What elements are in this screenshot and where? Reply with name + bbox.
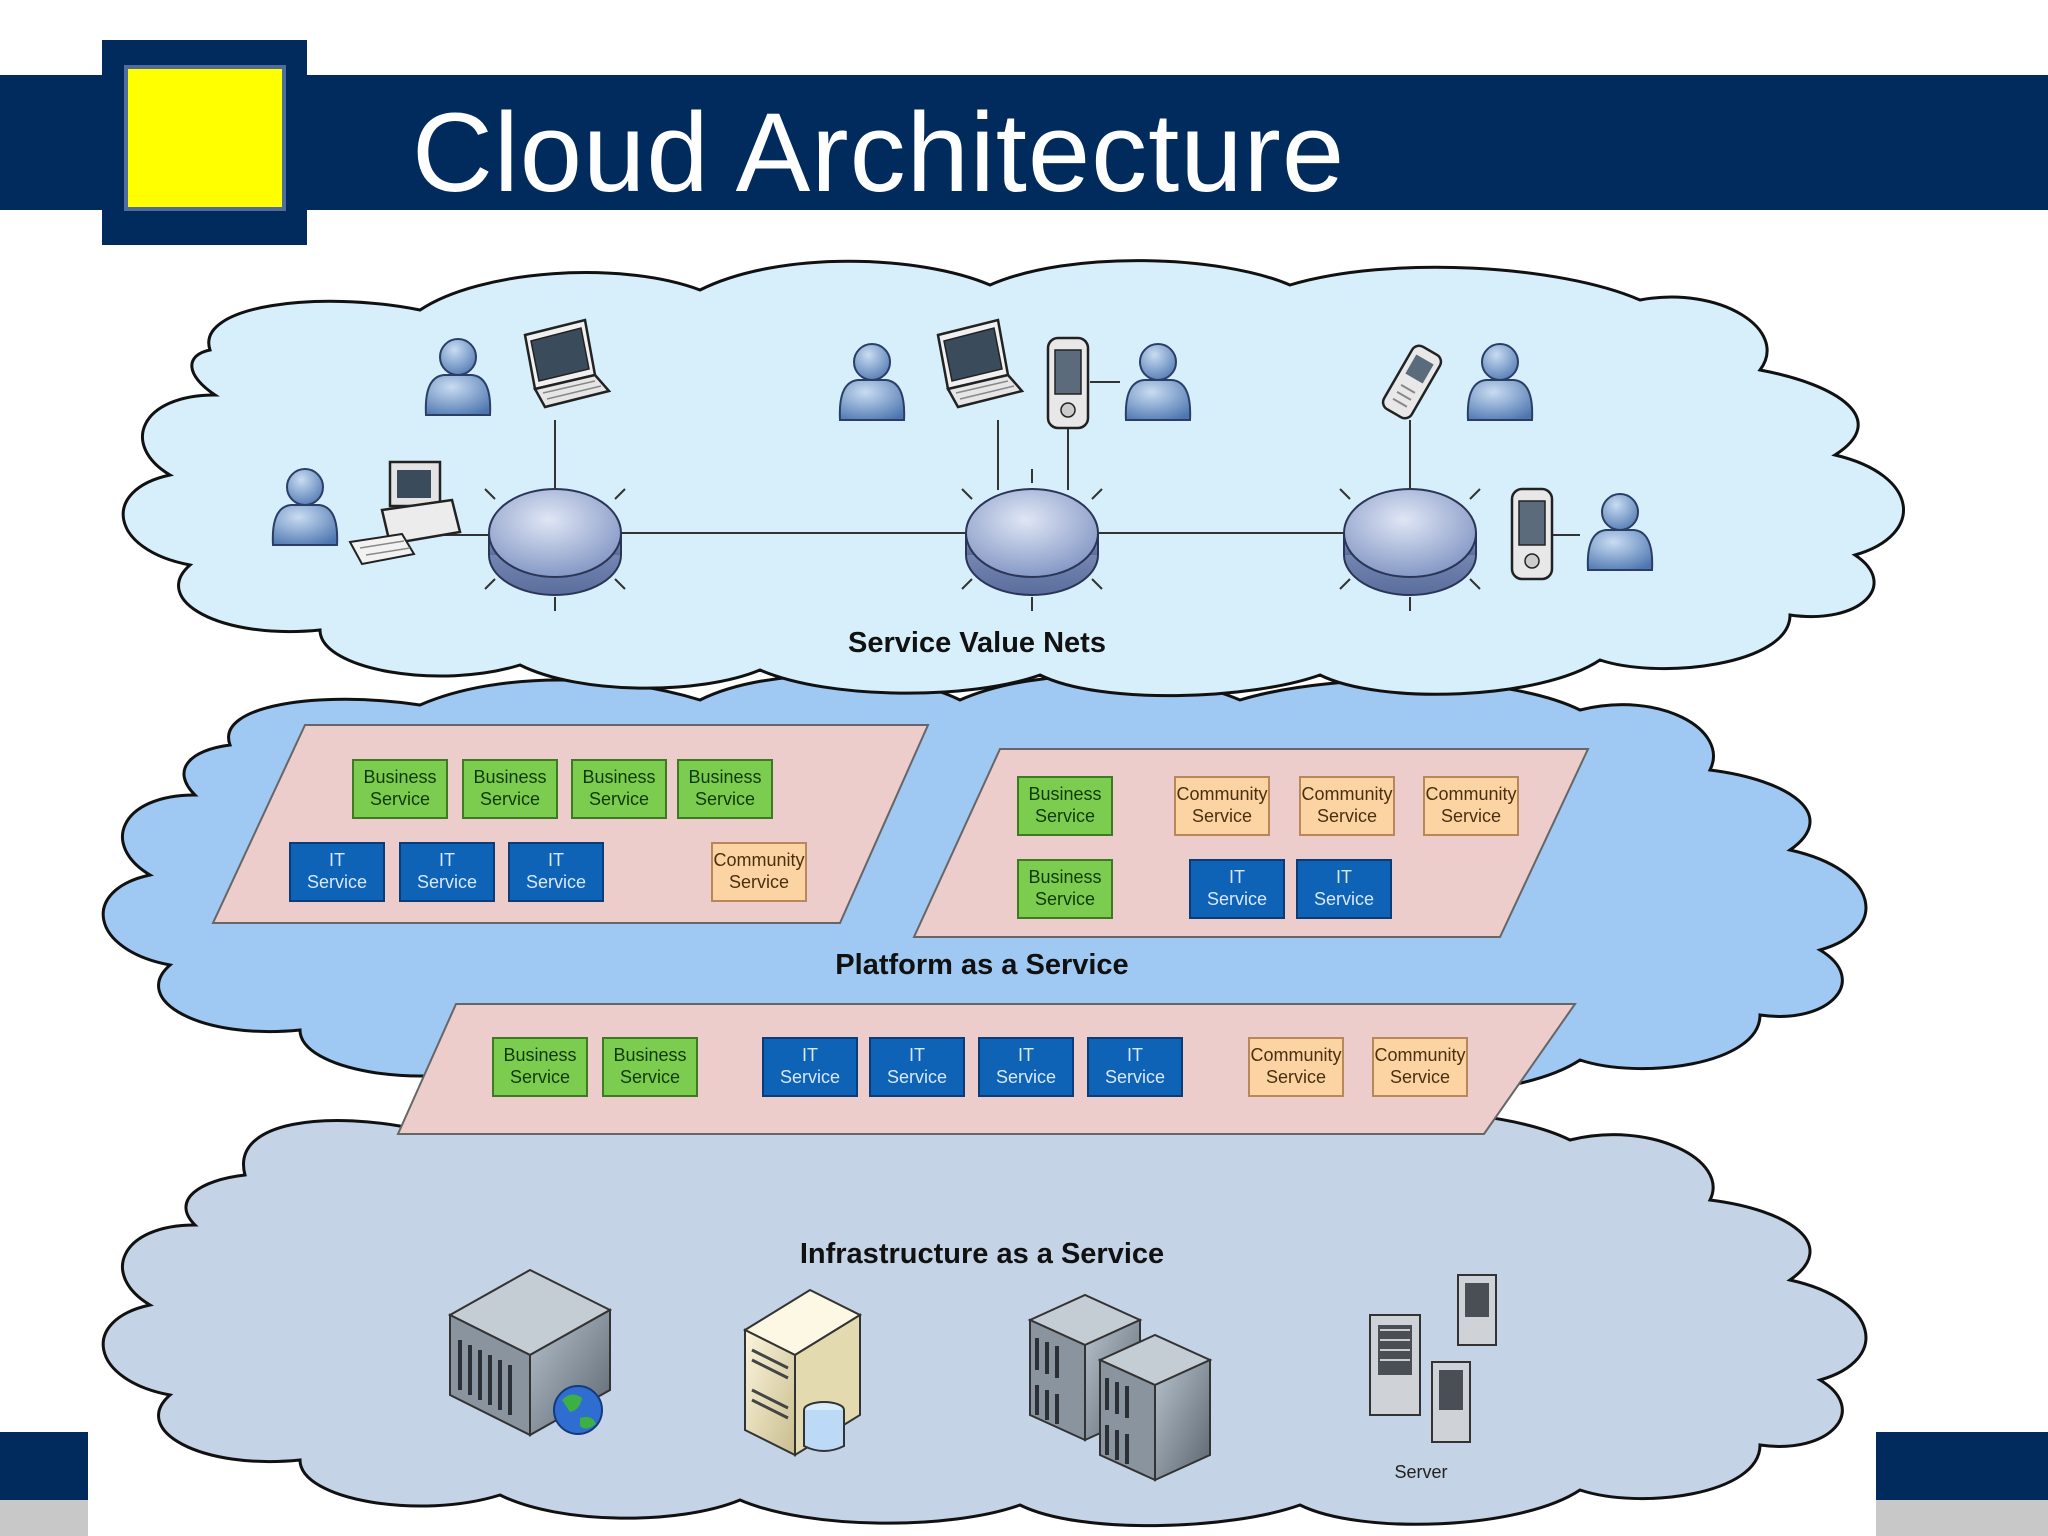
service-box-label: IT [1018,1045,1034,1065]
title-band [0,75,2048,210]
service-box-label: Business [1028,867,1101,887]
footer-stripe-left [0,1500,88,1536]
service-box-label: IT [329,850,345,870]
desktop-computer-icon [348,460,462,566]
service-box-label: Business [613,1045,686,1065]
service-box-label: Community [1425,784,1516,804]
iaas-label: Infrastructure as a Service [800,1238,1164,1270]
title-band-left [0,75,102,210]
footer-stripe-right [1876,1500,2048,1536]
pda-icon [1046,336,1090,430]
server-label: Server [1394,1462,1447,1482]
service-box-label: Service [510,1067,570,1087]
service-box-label: Service [480,789,540,809]
service-box-label: Service [370,789,430,809]
service-box-label: Service [1105,1067,1165,1087]
service-box-label: Service [1192,806,1252,826]
service-box-label: Service [1441,806,1501,826]
pda-icon [1510,487,1554,581]
service-box-label: Community [1301,784,1392,804]
service-box-label: Service [1207,889,1267,909]
service-box-label: Community [1374,1045,1465,1065]
service-box-label: IT [802,1045,818,1065]
service-box-label: Community [713,850,804,870]
service-box-label: Business [688,767,761,787]
service-box-label: Service [307,872,367,892]
service-box-label: IT [1336,867,1352,887]
logo-square [124,65,286,211]
web-server-icon [447,1268,613,1437]
service-box-label: IT [548,850,564,870]
service-box-label: IT [909,1045,925,1065]
service-box-label: Community [1250,1045,1341,1065]
service-box-label: Service [1317,806,1377,826]
iaas-cloud [101,1099,1868,1528]
service-box-label: IT [439,850,455,870]
service-box-label: Business [582,767,655,787]
svn-label: Service Value Nets [848,627,1106,659]
service-box-label: Service [1266,1067,1326,1087]
service-box-label: Business [473,767,546,787]
service-box-label: Service [417,872,477,892]
service-box-label: Business [503,1045,576,1065]
service-box-label: Service [1314,889,1374,909]
service-box-label: Service [1035,806,1095,826]
server-tower-icon [1369,1274,1497,1443]
service-box-label: Service [620,1067,680,1087]
service-box-label: Business [363,767,436,787]
service-box-label: Business [1028,784,1101,804]
service-box-label: Service [1035,889,1095,909]
service-box-label: Service [780,1067,840,1087]
service-box-label: Service [729,872,789,892]
service-box-label: Service [589,789,649,809]
mobile-phone-icon [1381,344,1443,420]
service-box-label: Service [996,1067,1056,1087]
database-server-icon [742,1288,863,1457]
logo-frame [102,40,307,245]
server-cluster-icon [1027,1293,1213,1482]
slide-title: Cloud Architecture [412,90,1346,215]
platform-service-boxes: BusinessServiceBusinessServiceBusinessSe… [289,759,1519,1097]
service-box-label: Service [1390,1067,1450,1087]
service-box-label: Service [695,789,755,809]
paas-label: Platform as a Service [835,949,1128,981]
service-box-label: IT [1127,1045,1143,1065]
service-box-label: IT [1229,867,1245,887]
service-box-label: Community [1176,784,1267,804]
service-box-label: Service [887,1067,947,1087]
service-box-label: Service [526,872,586,892]
